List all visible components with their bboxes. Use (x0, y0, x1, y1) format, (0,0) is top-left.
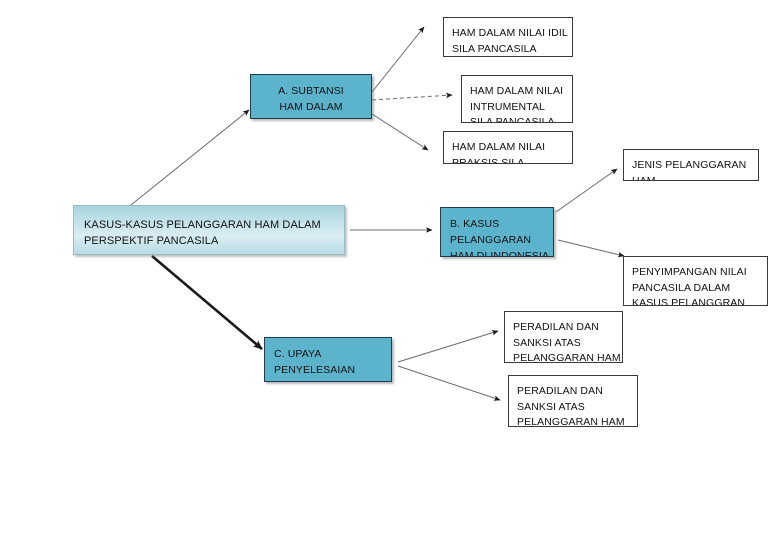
node-leaf-a3-label: HAM DALAM NILAI PRAKSIS SILA (452, 141, 546, 164)
node-section-c-label: C. UPAYA PENYELESAIAN KASUS (274, 348, 356, 381)
edge-a-to-a3 (371, 113, 429, 151)
node-section-c[interactable]: C. UPAYA PENYELESAIAN KASUS (264, 337, 392, 382)
node-leaf-c2-label: PERADILAN DAN SANKSI ATAS PELANGGARAN HA… (517, 385, 625, 427)
node-root[interactable]: KASUS-KASUS PELANGGARAN HAM DALAM PERSPE… (73, 205, 345, 255)
node-leaf-c1-label: PERADILAN DAN SANKSI ATAS PELANGGARAN HA… (513, 321, 621, 363)
edge-root-to-a (130, 109, 250, 206)
edge-b-to-b2 (557, 239, 625, 258)
node-leaf-b1[interactable]: JENIS PELANGGARAN HAM (623, 149, 759, 181)
edge-c-to-c2 (397, 365, 501, 401)
node-leaf-a1[interactable]: HAM DALAM NILAI IDIL SILA PANCASILA (443, 17, 573, 57)
node-leaf-a1-label: HAM DALAM NILAI IDIL SILA PANCASILA (452, 27, 568, 55)
node-leaf-a2[interactable]: HAM DALAM NILAI INTRUMENTAL SILA PANCASI… (461, 75, 573, 123)
node-leaf-b1-label: JENIS PELANGGARAN HAM (632, 159, 747, 181)
node-section-a-label: A. SUBTANSI HAM DALAM PANCASILA (278, 85, 344, 118)
node-leaf-a2-label: HAM DALAM NILAI INTRUMENTAL SILA PANCASI… (470, 85, 564, 123)
edge-root-to-c (151, 255, 263, 350)
node-section-a[interactable]: A. SUBTANSI HAM DALAM PANCASILA (250, 74, 372, 119)
edge-a-to-a2 (371, 92, 453, 101)
node-section-b[interactable]: B. KASUS PELANGGARAN HAM DI INDONESIA (440, 207, 554, 257)
edge-c-to-c1 (397, 330, 499, 363)
node-section-b-label: B. KASUS PELANGGARAN HAM DI INDONESIA (450, 218, 550, 257)
node-leaf-c2[interactable]: PERADILAN DAN SANKSI ATAS PELANGGARAN HA… (508, 375, 638, 427)
node-leaf-c1[interactable]: PERADILAN DAN SANKSI ATAS PELANGGARAN HA… (504, 311, 623, 363)
node-leaf-a3[interactable]: HAM DALAM NILAI PRAKSIS SILA (443, 131, 573, 164)
edge-b-to-b1 (555, 168, 618, 213)
node-leaf-b2-label: PENYIMPANGAN NILAI PANCASILA DALAM KASUS… (632, 266, 747, 306)
node-leaf-b2[interactable]: PENYIMPANGAN NILAI PANCASILA DALAM KASUS… (623, 256, 768, 306)
node-root-label: KASUS-KASUS PELANGGARAN HAM DALAM PERSPE… (84, 219, 321, 247)
edge-a-to-a1 (371, 26, 425, 93)
